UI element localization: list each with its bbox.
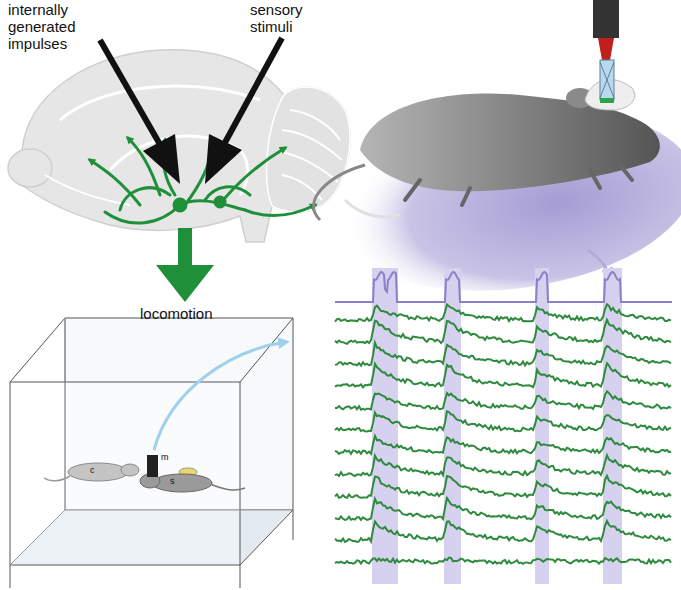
neuron-trace bbox=[335, 411, 671, 431]
mouse-letter: c bbox=[90, 465, 102, 475]
neuron-trace bbox=[335, 304, 671, 321]
platform-ellipse bbox=[325, 88, 681, 312]
neuron-trace bbox=[335, 476, 671, 498]
neuron-trace bbox=[335, 455, 671, 476]
arena-mice bbox=[44, 455, 245, 492]
event-band bbox=[535, 268, 549, 584]
event-band bbox=[444, 268, 461, 584]
diagram-label: internally generated impulses bbox=[8, 2, 100, 52]
neuron-trace bbox=[335, 320, 671, 344]
neuron-trace bbox=[335, 363, 671, 387]
event-band bbox=[372, 268, 398, 584]
neuron-trace bbox=[335, 343, 671, 366]
neuron-trace bbox=[335, 436, 671, 454]
locomotion-trace bbox=[335, 272, 672, 302]
neuron-trace bbox=[335, 391, 671, 409]
neuron-trace bbox=[335, 498, 671, 520]
diagram-label: sensory stimuli bbox=[250, 2, 330, 36]
event-band bbox=[603, 268, 622, 584]
mouse-letter: s bbox=[170, 476, 182, 486]
calcium-traces bbox=[335, 268, 672, 584]
arena-box bbox=[10, 318, 293, 588]
neuron-trace bbox=[335, 558, 671, 564]
mouse-letter: m bbox=[161, 452, 175, 462]
brain bbox=[8, 50, 350, 242]
neuron-trace bbox=[335, 521, 671, 542]
green-circuit bbox=[90, 138, 315, 223]
diagram-label: locomotion bbox=[140, 306, 240, 323]
mouse-with-microscope bbox=[314, 0, 660, 220]
